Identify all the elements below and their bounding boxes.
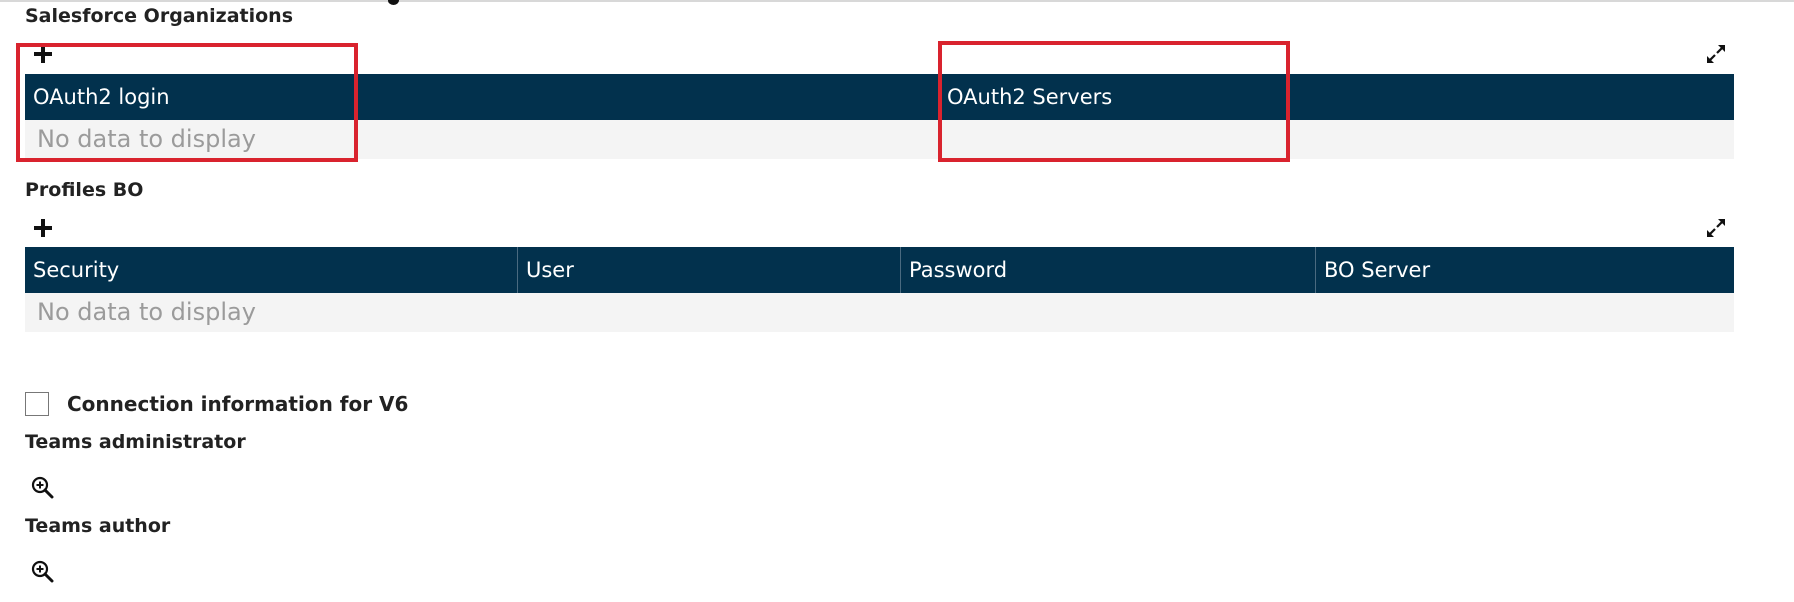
column-header-user[interactable]: User xyxy=(517,247,900,293)
empty-row-message: No data to display xyxy=(25,293,1734,332)
profiles-bo-title: Profiles BO xyxy=(25,179,144,201)
salesforce-organizations-grid: OAuth2 login OAuth2 Servers No data to d… xyxy=(25,74,1734,159)
v6-connection-checkbox[interactable] xyxy=(25,392,49,416)
add-profile-bo-plus-icon[interactable] xyxy=(33,218,53,238)
grid-header: OAuth2 login OAuth2 Servers xyxy=(25,74,1734,120)
drag-handle-dot xyxy=(388,0,399,5)
top-divider xyxy=(0,0,1794,2)
v6-connection-label: Connection information for V6 xyxy=(67,392,409,416)
teams-administrator-zoom-in-icon[interactable] xyxy=(30,475,54,499)
column-header-password[interactable]: Password xyxy=(900,247,1315,293)
v6-connection-toggle[interactable]: Connection information for V6 xyxy=(25,392,408,416)
column-header-bo-server[interactable]: BO Server xyxy=(1315,247,1734,293)
column-header-oauth2-login[interactable]: OAuth2 login xyxy=(33,85,170,109)
column-header-oauth2-servers[interactable]: OAuth2 Servers xyxy=(938,74,1734,120)
teams-author-zoom-in-icon[interactable] xyxy=(30,559,54,583)
add-salesforce-org-plus-icon[interactable] xyxy=(33,44,53,64)
expand-salesforce-grid-icon[interactable] xyxy=(1704,42,1728,66)
empty-row-message: No data to display xyxy=(25,120,1734,159)
expand-profiles-grid-icon[interactable] xyxy=(1704,216,1728,240)
column-header-security[interactable]: Security xyxy=(33,258,120,282)
profiles-bo-grid: Security User Password BO Server No data… xyxy=(25,247,1734,332)
grid-header: Security User Password BO Server xyxy=(25,247,1734,293)
salesforce-organizations-title: Salesforce Organizations xyxy=(25,5,294,27)
teams-administrator-title: Teams administrator xyxy=(25,431,246,453)
teams-author-title: Teams author xyxy=(25,515,171,537)
